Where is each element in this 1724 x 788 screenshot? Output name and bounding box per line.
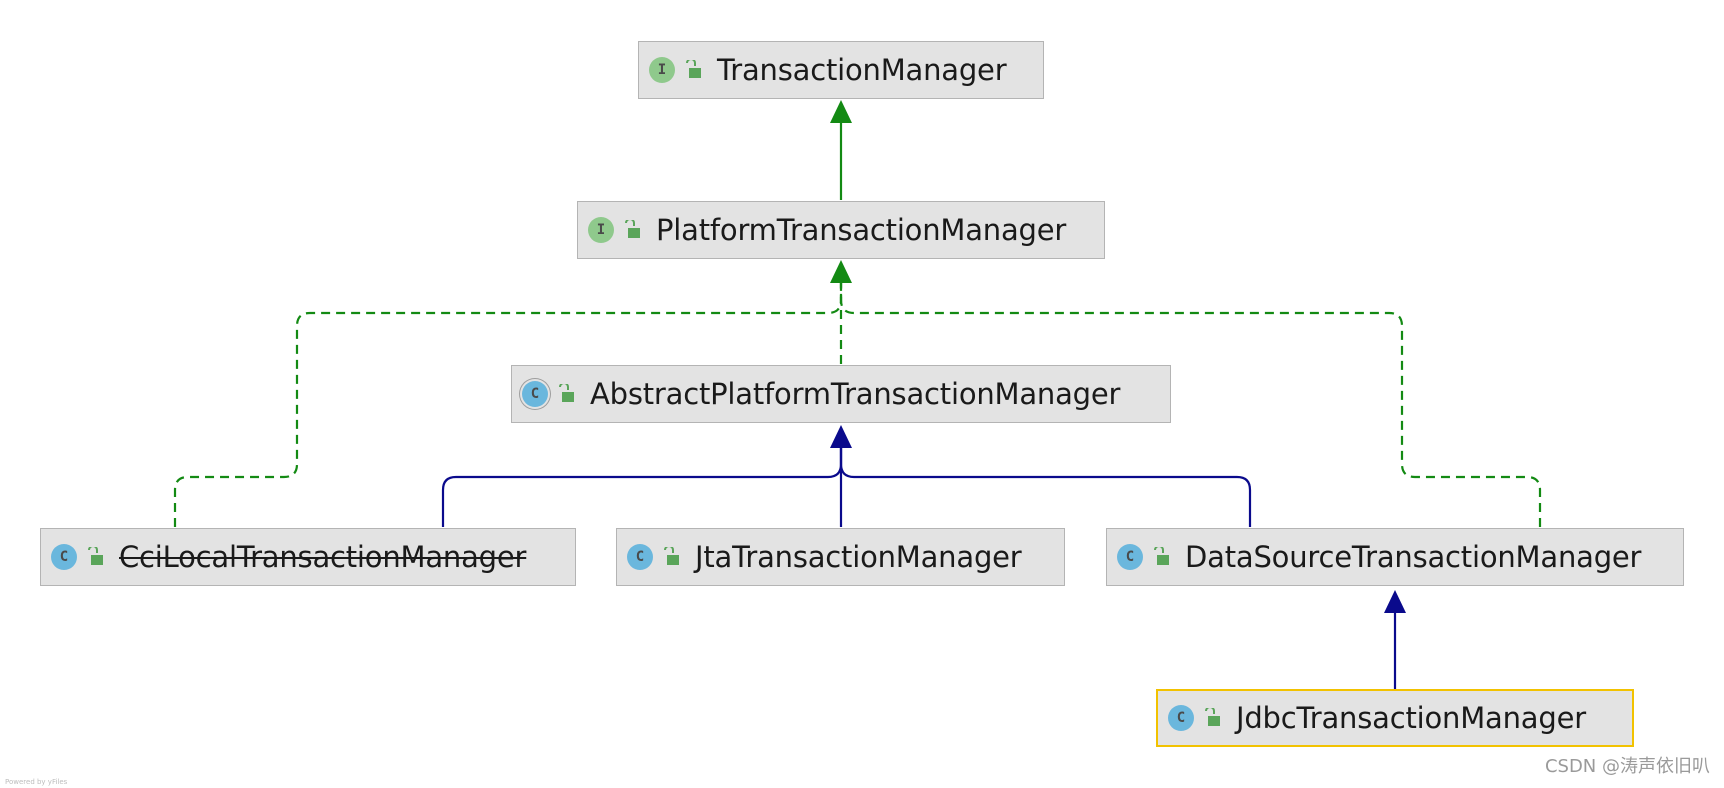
node-data-source-transaction-manager[interactable]: C DataSourceTransactionManager (1106, 528, 1684, 586)
abstract-class-icon: C (522, 381, 548, 407)
arrowhead-platform-transaction-manager (830, 260, 852, 283)
arrowhead-abstract-platform (830, 425, 852, 448)
interface-icon: I (649, 57, 675, 83)
unlocked-lock-icon (88, 547, 103, 565)
edge-cci-extends-abstract (441, 447, 843, 527)
powered-by-footer: Powered by yFiles (5, 778, 68, 786)
node-label: JtaTransactionManager (695, 540, 1022, 574)
class-icon: C (51, 544, 77, 570)
unlocked-lock-icon (559, 384, 574, 402)
node-label: TransactionManager (717, 53, 1007, 87)
edge-datasource-extends-abstract (839, 447, 1252, 527)
unlocked-lock-icon (1205, 708, 1220, 726)
edge-cci-implements-platform (173, 283, 843, 527)
unlocked-lock-icon (625, 220, 640, 238)
class-icon: C (627, 544, 653, 570)
node-cci-local-transaction-manager[interactable]: C CciLocalTransactionManager (40, 528, 576, 586)
node-label: DataSourceTransactionManager (1185, 540, 1642, 574)
arrowhead-transaction-manager (830, 100, 852, 123)
watermark: CSDN @涛声依旧叭 (1544, 756, 1710, 777)
node-label: CciLocalTransactionManager (119, 540, 527, 574)
unlocked-lock-icon (664, 547, 679, 565)
node-jdbc-transaction-manager[interactable]: C JdbcTransactionManager (1156, 689, 1634, 747)
edge-datasource-implements-platform (839, 283, 1542, 527)
node-platform-transaction-manager[interactable]: I PlatformTransactionManager (577, 201, 1105, 259)
node-abstract-platform-transaction-manager[interactable]: C AbstractPlatformTransactionManager (511, 365, 1171, 423)
node-transaction-manager[interactable]: I TransactionManager (638, 41, 1044, 99)
node-label: AbstractPlatformTransactionManager (590, 377, 1121, 411)
node-jta-transaction-manager[interactable]: C JtaTransactionManager (616, 528, 1065, 586)
interface-icon: I (588, 217, 614, 243)
class-icon: C (1168, 705, 1194, 731)
unlocked-lock-icon (1154, 547, 1169, 565)
unlocked-lock-icon (686, 60, 701, 78)
arrowhead-datasource (1384, 590, 1406, 613)
class-icon: C (1117, 544, 1143, 570)
node-label: PlatformTransactionManager (656, 213, 1067, 247)
node-label: JdbcTransactionManager (1236, 701, 1586, 735)
